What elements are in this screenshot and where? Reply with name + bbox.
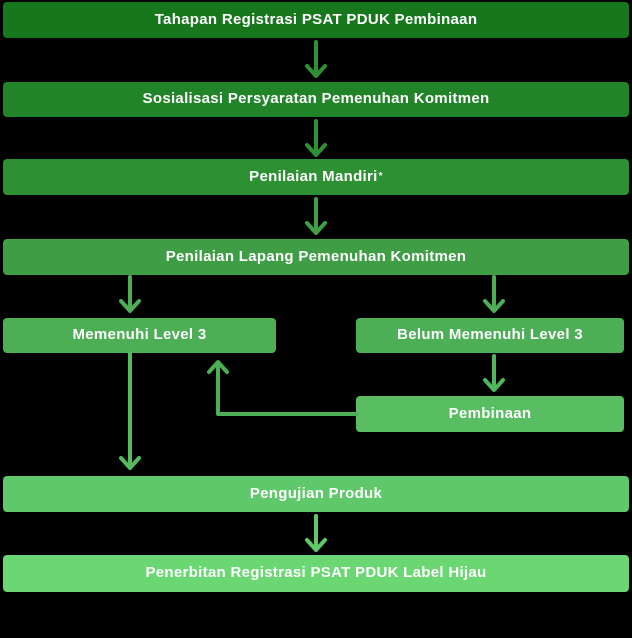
node-belum-memenuhi-level-3-label: Belum Memenuhi Level 3 (397, 326, 583, 344)
arrow-down-icon-memenuhi-to-pengujian (119, 351, 141, 470)
arrow-down-icon-belum-to-pembinaan (483, 354, 505, 392)
arrow-down-icon-lapang-to-belum (483, 275, 505, 313)
node-penilaian-mandiri-label: Penilaian Mandiri (249, 167, 378, 185)
node-pengujian-produk: Pengujian Produk (3, 476, 629, 512)
node-penerbitan-registrasi-label: Penerbitan Registrasi PSAT PDUK Label Hi… (145, 564, 487, 582)
node-memenuhi-level-3: Memenuhi Level 3 (3, 318, 276, 353)
node-pembinaan: Pembinaan (356, 396, 624, 432)
node-tahapan-registrasi: Tahapan Registrasi PSAT PDUK Pembinaan (3, 2, 629, 38)
node-memenuhi-level-3-label: Memenuhi Level 3 (72, 326, 207, 344)
arrow-down-icon-mandiri-to-lapang (305, 197, 327, 235)
node-penerbitan-registrasi: Penerbitan Registrasi PSAT PDUK Label Hi… (3, 555, 629, 592)
node-pengujian-produk-label: Pengujian Produk (249, 484, 383, 502)
node-penilaian-lapang-label: Penilaian Lapang Pemenuhan Komitmen (165, 247, 467, 265)
node-sosialisasi-persyaratan: Sosialisasi Persyaratan Pemenuhan Komitm… (3, 82, 629, 117)
arrow-down-icon-pengujian-to-penerbitan (305, 514, 327, 552)
arrow-down-icon-lapang-to-memenuhi (119, 275, 141, 313)
arrow-down-icon-sosialisasi-to-mandiri (305, 119, 327, 157)
arrow-down-icon-tahapan-to-sosialisasi (305, 40, 327, 78)
node-penilaian-lapang: Penilaian Lapang Pemenuhan Komitmen (3, 239, 629, 275)
node-pembinaan-label: Pembinaan (448, 404, 532, 422)
node-penilaian-mandiri: Penilaian Mandiri* (3, 159, 629, 195)
arrow-elbow-up-icon-pembinaan-to-memenuhi (207, 360, 358, 416)
node-sosialisasi-label: Sosialisasi Persyaratan Pemenuhan Komitm… (142, 90, 490, 108)
node-tahapan-label: Tahapan Registrasi PSAT PDUK Pembinaan (154, 10, 478, 28)
node-belum-memenuhi-level-3: Belum Memenuhi Level 3 (356, 318, 624, 353)
